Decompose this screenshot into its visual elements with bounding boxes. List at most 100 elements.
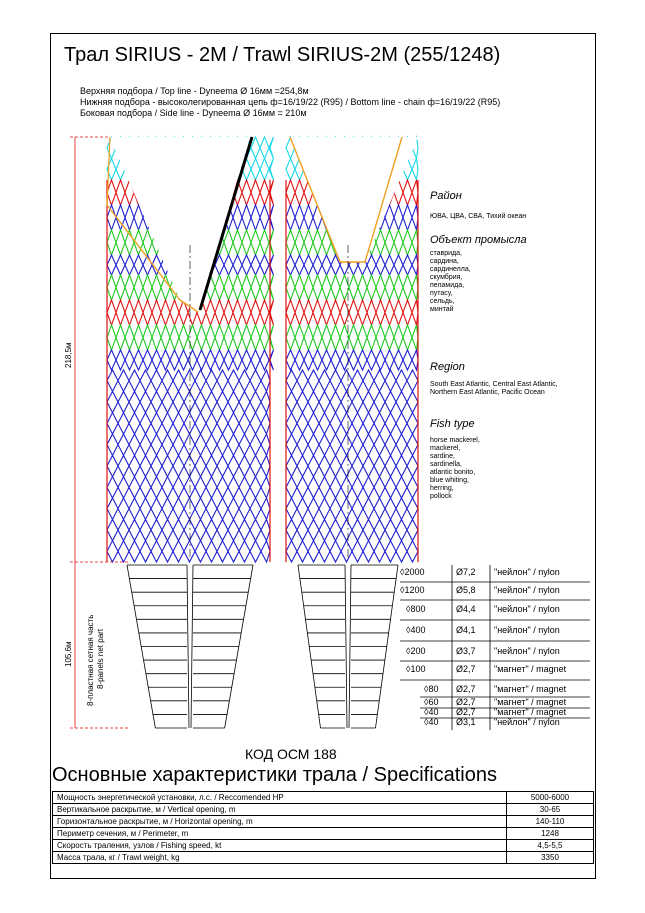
mesh-material: "нейлон" / nylon (494, 646, 560, 656)
page-title: Трал SIRIUS - 2M / Trawl SIRIUS-2M (255/… (64, 44, 501, 66)
fish-ru-item: ставрида, (430, 250, 462, 257)
spec-label: Скорость траления, узлов / Fishing speed… (52, 839, 507, 852)
spec-value: 5000-6000 (506, 791, 594, 804)
mesh-size: ◊40 (424, 717, 439, 727)
table-row: Вертикальное раскрытие, м / Vertical ope… (52, 803, 594, 816)
fish-ru-item: сельдь, (430, 298, 455, 305)
mesh-size: ◊80 (424, 684, 439, 694)
fish-ru-item: пеламида, (430, 282, 465, 289)
spec-value: 140-110 (506, 815, 594, 828)
lower-cone-panels (126, 564, 399, 729)
mesh-band (106, 298, 275, 327)
mesh-diameter: Ø2,7 (456, 684, 476, 694)
mesh-diameter: Ø7,2 (456, 567, 476, 577)
mouth-cutout (290, 137, 418, 262)
spec-label: Периметр сечения, м / Perimeter, m (52, 827, 507, 840)
mesh-material: "нейлон" / nylon (494, 625, 560, 635)
mesh-diameter: Ø4,4 (456, 604, 476, 614)
mesh-size: ◊200 (406, 646, 426, 656)
rope-lines (106, 136, 403, 560)
top-line-spec: Верхняя подбора / Top line - Dyneema Ø 1… (80, 86, 309, 96)
spec-label: Масса трала, кг / Trawl weight, kg (52, 851, 507, 864)
mesh-material: "магнет" / magnet (494, 684, 567, 694)
specs-title: Основные характеристики трала / Specific… (52, 764, 497, 786)
fish-ru-item: путасу, (430, 290, 453, 297)
net-panels (106, 134, 419, 564)
mesh-band (285, 253, 419, 277)
drawing-frame (50, 33, 596, 879)
spec-label: Мощность энергетической установки, л.с. … (52, 791, 507, 804)
mesh-size: ◊2000 (400, 567, 425, 577)
region-en-text: South East Atlantic, Central East Atlant… (430, 381, 558, 397)
bottom-line-spec: Нижняя подбора - высоколегированная цепь… (80, 97, 501, 107)
mesh-band (285, 298, 419, 327)
region-en-line: Northern East Atlantic, Pacific Ocean (430, 389, 545, 396)
spec-label: Горизонтальное раскрытие, м / Horizontal… (52, 815, 507, 828)
product-code: КОД ОСМ 188 (245, 746, 337, 762)
mesh-diameter: Ø3,1 (456, 717, 476, 727)
dimension-lines (70, 136, 130, 729)
table-row: Мощность энергетической установки, л.с. … (52, 791, 594, 804)
panels-en-label: 8-panels net part (96, 628, 105, 689)
fish-en-heading: Fish type (430, 418, 475, 430)
mesh-band (106, 323, 275, 352)
mouth-cutout (110, 137, 250, 312)
mesh-material: "магнет" / magnet (494, 664, 567, 674)
dim-lower-label: 105,6м (64, 641, 73, 667)
fish-en-item: mackerel, (430, 445, 461, 452)
spec-value: 3350 (506, 851, 594, 864)
mesh-diameter: Ø2,7 (456, 697, 476, 707)
mesh-diameter: Ø5,8 (456, 585, 476, 595)
cone-panel (297, 564, 399, 729)
mesh-band (285, 323, 419, 352)
fish-en-item: sardine, (430, 453, 455, 460)
fish-en-item: pollock (430, 493, 452, 500)
mesh-size: ◊100 (406, 664, 426, 674)
dim-upper-label: 218,5м (64, 342, 73, 368)
mesh-band (106, 348, 275, 372)
fish-ru-item: сардинелла, (430, 266, 471, 273)
mesh-band (285, 348, 419, 372)
fish-ru-item: минтай (430, 306, 454, 313)
mesh-size: ◊800 (406, 604, 426, 614)
mesh-diameter: Ø2,7 (456, 707, 476, 717)
region-en-line: South East Atlantic, Central East Atlant… (430, 381, 558, 388)
fish-ru-list: ставрида, сардина, сардинелла, скумбрия,… (430, 250, 471, 314)
table-row: Горизонтальное раскрытие, м / Horizontal… (52, 815, 594, 828)
mesh-diameter: Ø2,7 (456, 664, 476, 674)
mesh-band (285, 273, 419, 302)
mesh-material: "магнет" / magnet (494, 707, 567, 717)
mesh-band (285, 368, 419, 564)
side-line-spec: Боковая подбора / Side line - Dyneema Ø … (80, 108, 307, 118)
fish-en-list: horse mackerel, mackerel, sardine, sardi… (430, 437, 480, 501)
panels-ru-label: 8-пластная сетная часть (86, 614, 95, 706)
spec-value: 4,5-5,5 (506, 839, 594, 852)
spec-label: Вертикальное раскрытие, м / Vertical ope… (52, 803, 507, 816)
headline-rope (198, 136, 254, 311)
spec-value: 1248 (506, 827, 594, 840)
mesh-size: ◊40 (424, 707, 439, 717)
mesh-material: "магнет" / magnet (494, 697, 567, 707)
fish-ru-item: сардина, (430, 258, 459, 265)
table-row: Скорость траления, узлов / Fishing speed… (52, 839, 594, 852)
mesh-size: ◊60 (424, 697, 439, 707)
fish-ru-heading: Объект промысла (430, 234, 527, 246)
mesh-diameter: Ø3,7 (456, 646, 476, 656)
region-ru-heading: Район (430, 190, 462, 202)
mesh-material: "нейлон" / nylon (494, 604, 560, 614)
mesh-size: ◊1200 (400, 585, 425, 595)
fish-en-item: herring, (430, 485, 454, 492)
mesh-size: ◊400 (406, 625, 426, 635)
cone-panel (126, 564, 254, 729)
fish-en-item: atlantic bonito, (430, 469, 476, 476)
top-line (289, 136, 403, 263)
top-line (106, 204, 199, 313)
region-en-heading: Region (430, 361, 465, 373)
mesh-band (106, 368, 271, 564)
fish-en-item: horse mackerel, (430, 437, 480, 444)
mesh-material: "нейлон" / nylon (494, 585, 560, 595)
top-line (106, 136, 111, 206)
